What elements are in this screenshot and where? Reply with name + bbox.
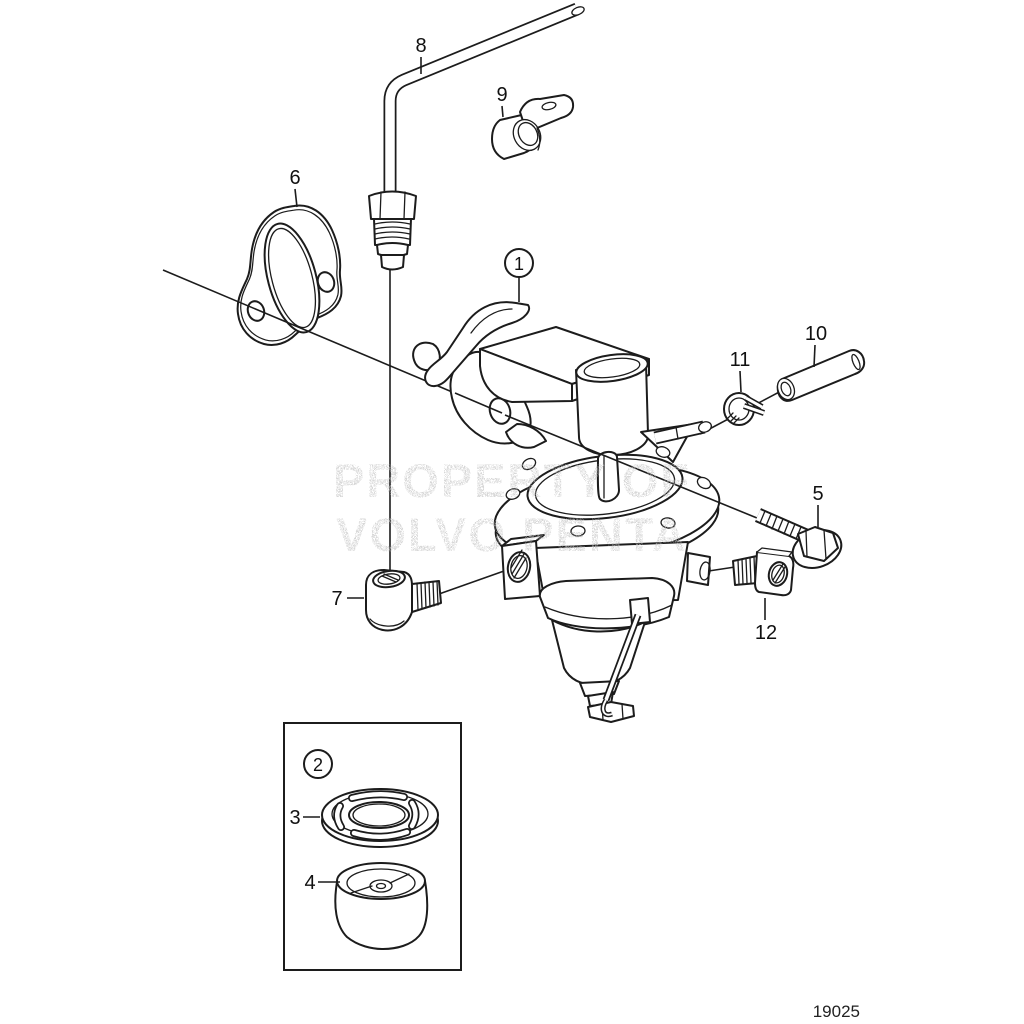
callout-6-label: 6 — [289, 167, 300, 189]
callout-1: 1 — [504, 248, 534, 302]
part-1-fuel-pump — [412, 301, 721, 723]
callout-2-label: 2 — [313, 755, 323, 775]
callout-5: 5 — [812, 483, 824, 527]
callout-4-label: 4 — [304, 872, 315, 894]
callout-11: 11 — [730, 349, 751, 393]
callout-9: 9 — [496, 84, 508, 118]
part-3-diaphragm-disc — [321, 788, 439, 848]
part-9-clip — [491, 94, 575, 160]
callout-2: 2 — [303, 749, 333, 779]
repair-kit-box — [283, 722, 462, 971]
callout-3: 3 — [289, 807, 320, 829]
callout-10: 10 — [805, 323, 827, 368]
callout-4: 4 — [304, 872, 340, 894]
watermark-line1: PROPERTY OF — [333, 454, 691, 507]
part-7-elbow — [365, 569, 442, 632]
part-4-rubber-plug — [334, 862, 429, 950]
part-6-gasket — [236, 204, 343, 346]
callout-3-label: 3 — [289, 807, 300, 829]
callout-1-label: 1 — [514, 254, 524, 274]
callout-7-label: 7 — [331, 588, 342, 610]
part-11-clamp — [723, 392, 765, 426]
callout-8: 8 — [415, 35, 427, 74]
watermark: PROPERTY OF VOLVO PENTA — [333, 454, 691, 561]
part-10-hose — [776, 349, 866, 402]
watermark-line2: VOLVO PENTA — [336, 508, 688, 561]
callout-9-label: 9 — [496, 84, 507, 106]
callout-11-label: 11 — [730, 349, 751, 371]
callout-10-label: 10 — [805, 323, 827, 345]
callout-5-label: 5 — [812, 483, 823, 505]
drawing-number: 19025 — [813, 1002, 860, 1021]
callout-7: 7 — [331, 588, 364, 610]
bolt-axis-line — [454, 392, 758, 519]
part-5-bolt — [754, 508, 843, 569]
callout-6: 6 — [289, 167, 301, 208]
callout-8-label: 8 — [415, 35, 426, 57]
callout-12-label: 12 — [755, 622, 777, 644]
part-12-elbow — [732, 547, 795, 597]
callouts: 1 2 3 4 5 6 7 8 — [289, 35, 827, 894]
part-8-pipe — [368, 2, 585, 271]
callout-12: 12 — [755, 598, 777, 644]
